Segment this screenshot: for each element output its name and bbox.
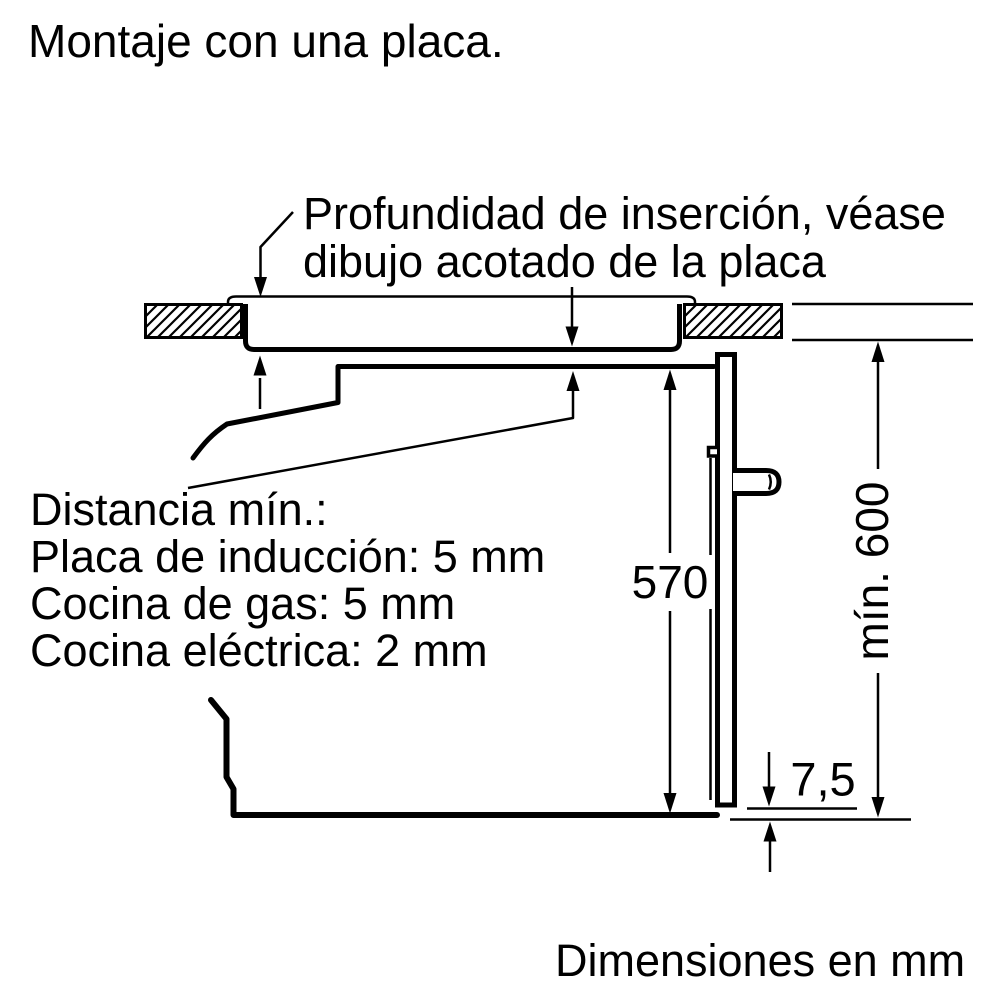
arrow-down-icon xyxy=(565,326,579,347)
arrow-down-icon xyxy=(254,277,267,297)
arrow-down-icon xyxy=(663,793,677,814)
leader-min-distance xyxy=(187,371,580,490)
callout-insertion-depth-line1: Profundidad de inserción, véase xyxy=(303,188,946,239)
arrow-up-icon xyxy=(871,341,885,362)
arrow-up-icon xyxy=(253,355,267,376)
callout-insertion-depth-line2: dibujo acotado de la placa xyxy=(303,236,826,287)
units-note: Dimensiones en mm xyxy=(555,935,966,986)
arrow-up-icon xyxy=(663,369,677,390)
arrow-gap-under-hob xyxy=(253,355,267,409)
callout-min-distance: Distancia mín.: Placa de inducción: 5 mm… xyxy=(30,486,545,674)
dimension-label-worktop-height: mín. 600 xyxy=(845,477,899,665)
arrow-down-icon xyxy=(871,797,885,818)
min-distance-item-induction: Placa de inducción: 5 mm xyxy=(30,531,546,582)
min-distance-heading: Distancia mín.: xyxy=(30,484,328,535)
arrow-up-icon xyxy=(763,821,777,842)
page-title: Montaje con una placa. xyxy=(28,15,504,67)
worktop-right-section xyxy=(683,303,783,339)
arrow-insertion-depth xyxy=(565,287,579,347)
arrow-up-icon xyxy=(566,371,580,391)
dimension-label-door-gap: 7,5 xyxy=(790,752,856,806)
control-knob xyxy=(733,468,782,496)
worktop-left-section xyxy=(144,303,243,339)
arrow-down-icon xyxy=(762,786,776,807)
oven-bottom-outline xyxy=(208,697,720,818)
door-vent-notch xyxy=(706,445,717,458)
worktop-extension-lines xyxy=(792,302,973,342)
hob-top-plate xyxy=(226,295,697,305)
oven-door xyxy=(706,352,737,808)
leader-insertion-depth xyxy=(254,211,294,297)
dimension-min-600 xyxy=(871,341,885,818)
dimension-7-5 xyxy=(730,752,911,872)
dimension-570 xyxy=(663,369,677,814)
callout-insertion-depth: Profundidad de inserción, véase dibujo a… xyxy=(303,190,946,286)
dimension-label-niche-height: 570 xyxy=(627,555,713,609)
min-distance-item-electric: Cocina eléctrica: 2 mm xyxy=(30,625,488,676)
hob-tub xyxy=(243,304,682,352)
oven-top-outline xyxy=(190,364,717,461)
min-distance-item-gas: Cocina de gas: 5 mm xyxy=(30,578,456,629)
knob-face-line xyxy=(767,473,772,491)
